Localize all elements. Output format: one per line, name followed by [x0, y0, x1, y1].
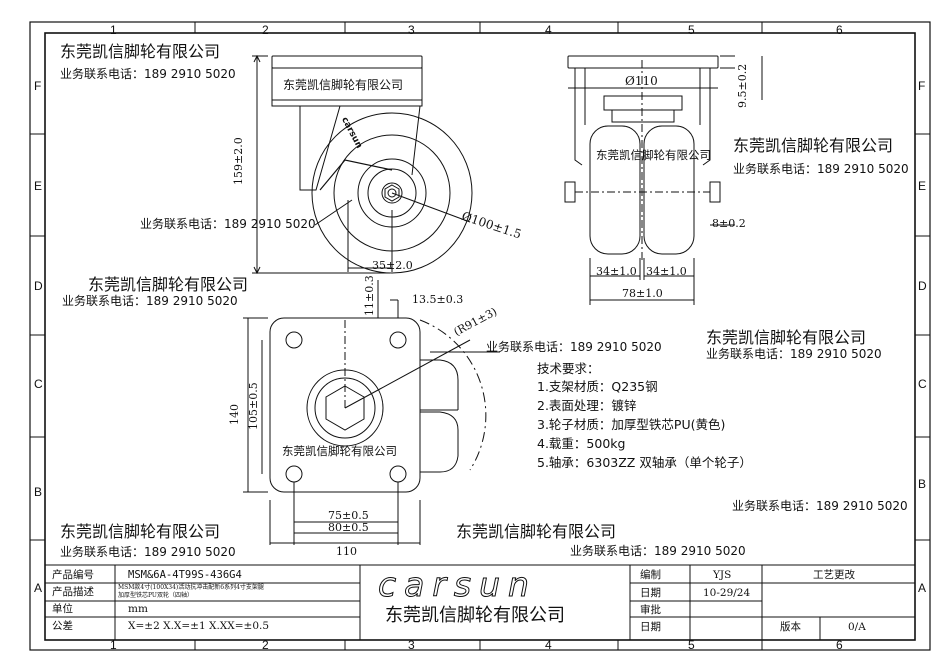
grid-col-6-bottom: 6: [836, 638, 843, 652]
watermark-phone: 业务联系电话：189 2910 5020: [62, 294, 238, 308]
grid-col-2: 2: [262, 23, 269, 37]
unit-label: 单位: [52, 603, 73, 615]
watermark-phone: 业务联系电话：189 2910 5020: [733, 162, 909, 176]
watermark-phone: 业务联系电话：189 2910 5020: [486, 340, 662, 354]
grid-col-5-bottom: 5: [688, 638, 695, 652]
tech-item: 2.表面处理：镀锌: [537, 398, 637, 413]
grid-col-6: 6: [836, 23, 843, 37]
watermark-phone: 业务联系电话：189 2910 5020: [60, 67, 236, 81]
dim-plate-diameter: Ø110: [625, 74, 658, 88]
drafted-by-label: 编制: [640, 569, 661, 581]
watermark-phone: 业务联系电话：189 2910 5020: [570, 544, 746, 558]
grid-row-f: F: [34, 79, 42, 93]
tech-item: 5.轴承：6303ZZ 双轴承（单个轮子）: [537, 455, 752, 470]
watermark-phone: 业务联系电话：189 2910 5020: [732, 499, 908, 513]
dim-wheel-left: 34±1.0: [596, 265, 637, 278]
grid-col-3: 3: [408, 23, 415, 37]
grid-col-5: 5: [688, 23, 695, 37]
plate-label: 东莞凯信脚轮有限公司: [283, 78, 404, 92]
front-view: [564, 55, 763, 305]
watermark-company: 东莞凯信脚轮有限公司: [456, 522, 617, 541]
title-block-lines: [45, 564, 915, 640]
grid-row-b: B: [34, 485, 43, 499]
product-desc-label: 产品描述: [52, 586, 94, 598]
top-view: [243, 280, 487, 545]
grid-col-1-bottom: 1: [110, 638, 117, 652]
tech-item: 1.支架材质：Q235钢: [537, 379, 658, 394]
approved-label: 审批: [640, 604, 661, 616]
dim-axle: 8±0.2: [712, 217, 746, 230]
watermark-phone: 业务联系电话：189 2910 5020: [60, 545, 236, 559]
grid-row-e: E: [34, 179, 43, 193]
grid-row-a: A: [34, 581, 43, 595]
watermark-phone: 业务联系电话：189 2910 5020: [140, 217, 316, 231]
product-desc-value-line2: 加厚型铁芯PU双轮（四轴）: [118, 592, 193, 599]
tech-title: 技术要求：: [537, 361, 600, 376]
dim-hole-offset: 11±0.3: [363, 275, 376, 316]
watermark-company: 东莞凯信脚轮有限公司: [282, 444, 397, 458]
dim-wheel-right: 34±1.0: [646, 265, 687, 278]
dim-offset: 35±2.0: [372, 259, 413, 272]
tolerance-label: 公差: [52, 620, 73, 632]
grid-row-c: C: [34, 377, 43, 391]
drafted-by-value: YJS: [713, 569, 732, 581]
watermark-company: 东莞凯信脚轮有限公司: [596, 148, 711, 162]
tech-item: 4.载重：500kg: [537, 436, 626, 451]
version-value: 0/A: [848, 621, 866, 633]
watermark-company: 东莞凯信脚轮有限公司: [60, 522, 221, 541]
watermark-company: 东莞凯信脚轮有限公司: [60, 42, 221, 61]
dim-hole-pitch-h2: 80±0.5: [328, 521, 369, 534]
approval-date-label: 日期: [640, 621, 661, 633]
grid-col-3-bottom: 3: [408, 638, 415, 652]
version-label: 版本: [780, 621, 801, 633]
grid-row-d-right: D: [918, 279, 927, 293]
watermark-company: 东莞凯信脚轮有限公司: [733, 136, 894, 155]
grid-row-f-right: F: [918, 79, 926, 93]
grid-col-2-bottom: 2: [262, 638, 269, 652]
grid-col-4-bottom: 4: [545, 638, 552, 652]
grid-row-e-right: E: [918, 179, 927, 193]
grid-row-d: D: [34, 279, 43, 293]
brand-logo: carsun: [378, 565, 537, 604]
dim-hole-pitch-h1: 75±0.5: [328, 509, 369, 522]
grid-col-4: 4: [545, 23, 552, 37]
unit-value: mm: [128, 603, 148, 615]
grid-col-1: 1: [110, 23, 117, 37]
watermark-phone: 业务联系电话：189 2910 5020: [706, 347, 882, 361]
grid-row-c-right: C: [918, 377, 927, 391]
tech-item: 3.轮子材质：加厚型铁芯PU(黄色): [537, 417, 726, 432]
watermark-company: 东莞凯信脚轮有限公司: [88, 275, 249, 294]
date-label: 日期: [640, 587, 661, 599]
title-block-company: 东莞凯信脚轮有限公司: [385, 605, 565, 626]
dim-hole-diameter: 13.5±0.3: [412, 293, 464, 306]
dim-hole-pitch-vertical: 105±0.5: [247, 382, 260, 430]
product-code-label: 产品编号: [52, 569, 94, 581]
dim-plate-width: 110: [336, 545, 357, 558]
zone-ticks: [30, 22, 930, 650]
dim-plate-height: 140: [228, 404, 241, 425]
dim-overall-width: 78±1.0: [622, 287, 663, 300]
product-desc-value: MSM款4寸(100X34)活动抗冲击配新6系列4寸支架腿: [118, 584, 264, 591]
side-view: [252, 54, 473, 275]
product-code-value: MSM&6A-4T99S-436G4: [128, 569, 242, 581]
watermark-company: 东莞凯信脚轮有限公司: [706, 328, 867, 347]
tolerance-value: X=±2 X.X=±1 X.XX=±0.5: [128, 620, 270, 632]
grid-row-a-right: A: [918, 581, 927, 595]
dim-top-gap: 9.5±0.2: [736, 63, 749, 108]
change-header: 工艺更改: [813, 569, 855, 581]
dim-height: 159±2.0: [232, 137, 245, 185]
grid-row-b-right: B: [918, 477, 927, 491]
date-value: 10-29/24: [703, 587, 751, 599]
